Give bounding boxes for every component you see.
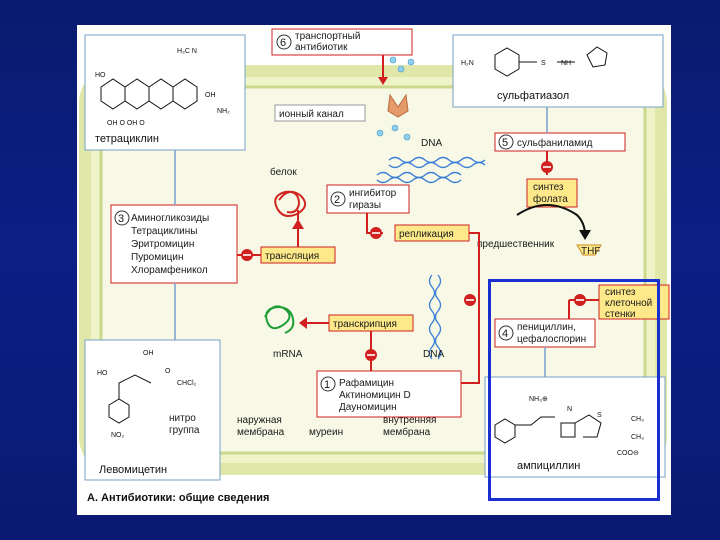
ampicillin-structure bbox=[494, 414, 602, 444]
sulfathiazole-structure bbox=[494, 46, 608, 77]
slide: DNA DNA белок mRNA ионный канал 6 трансп… bbox=[77, 25, 671, 515]
replication-label: репликация bbox=[399, 229, 454, 240]
svg-text:COO⊖: COO⊖ bbox=[617, 450, 639, 457]
levomycetin-name: Левомицетин bbox=[99, 464, 167, 476]
thf-label: THF bbox=[581, 246, 600, 257]
dna-bottom-label: DNA bbox=[423, 349, 444, 360]
svg-text:синтез: синтез bbox=[533, 182, 564, 193]
levomycetin-structure-box bbox=[84, 339, 221, 481]
figure-caption: А. Антибиотики: общие сведения bbox=[87, 492, 269, 504]
svg-text:внутренняя: внутренняя bbox=[383, 415, 436, 426]
group3-drug-3: Пуромицин bbox=[131, 252, 184, 263]
group3-drug-1: Тетрациклины bbox=[131, 226, 197, 237]
svg-text:N: N bbox=[567, 406, 572, 413]
svg-text:ингибитор: ингибитор bbox=[349, 187, 397, 199]
levomycetin-structure bbox=[108, 374, 152, 424]
group-1-box bbox=[316, 370, 462, 418]
transcription-label: транскрипция bbox=[333, 319, 397, 330]
ampicillin-name: ампициллин bbox=[517, 460, 580, 472]
ion-channel-label: ионный канал bbox=[279, 109, 344, 120]
svg-text:HO: HO bbox=[95, 72, 106, 79]
svg-text:S: S bbox=[541, 60, 546, 67]
precursor-label: предшественник bbox=[477, 239, 555, 250]
svg-text:группа: группа bbox=[169, 425, 200, 436]
number-2: 2 bbox=[334, 194, 340, 206]
transport-antibiotic-line2: антибиотик bbox=[295, 41, 348, 53]
svg-text:CH₃: CH₃ bbox=[631, 434, 644, 441]
mrna-label: mRNA bbox=[273, 349, 303, 360]
svg-text:CH₃: CH₃ bbox=[631, 416, 644, 423]
group1-drug-2: Дауномицин bbox=[339, 402, 397, 413]
svg-text:OH: OH bbox=[205, 92, 216, 99]
number-6: 6 bbox=[280, 37, 286, 49]
svg-text:пенициллин,: пенициллин, bbox=[517, 322, 576, 333]
svg-text:стенки: стенки bbox=[605, 309, 636, 320]
antibiotics-diagram: DNA DNA белок mRNA ионный канал 6 трансп… bbox=[79, 28, 670, 504]
mrna-coil bbox=[264, 305, 295, 334]
translation-label: трансляция bbox=[265, 251, 319, 262]
transport-antibiotic-line1: транспортный bbox=[295, 31, 360, 42]
dna-top-helix bbox=[376, 156, 486, 184]
folate-synthesis-box bbox=[526, 178, 578, 208]
group1-drug-1: Актиномицин D bbox=[339, 390, 411, 401]
ion-channel-box bbox=[274, 104, 366, 122]
dna-top-label: DNA bbox=[421, 138, 442, 149]
protein-label: белок bbox=[270, 166, 297, 178]
thf-shape bbox=[576, 244, 602, 256]
svg-text:O: O bbox=[165, 368, 171, 375]
sulfathiazole-name: сульфатиазол bbox=[497, 90, 569, 102]
tetracycline-structure bbox=[100, 78, 198, 110]
number-1: 1 bbox=[324, 379, 330, 391]
number-5: 5 bbox=[502, 137, 508, 149]
svg-text:фолата: фолата bbox=[533, 193, 568, 205]
group3-drug-2: Эритромицин bbox=[131, 239, 194, 250]
number-3: 3 bbox=[118, 213, 124, 225]
svg-text:NH: NH bbox=[561, 60, 571, 67]
sulfathiazole-structure-box bbox=[452, 34, 664, 108]
svg-text:NO₂: NO₂ bbox=[111, 432, 125, 439]
svg-text:мембрана: мембрана bbox=[383, 426, 431, 438]
svg-text:цефалоспорин: цефалоспорин bbox=[517, 333, 586, 345]
svg-text:CHCl₂: CHCl₂ bbox=[177, 380, 197, 387]
svg-text:наружная: наружная bbox=[237, 415, 282, 426]
svg-text:S: S bbox=[597, 412, 602, 419]
svg-text:HO: HO bbox=[97, 370, 108, 377]
murein-label: муреин bbox=[309, 427, 343, 438]
dna-vertical-helix bbox=[428, 274, 442, 360]
svg-text:H₂N: H₂N bbox=[461, 60, 474, 67]
svg-text:мембрана: мембрана bbox=[237, 426, 285, 438]
svg-text:гиразы: гиразы bbox=[349, 200, 381, 211]
number-4: 4 bbox=[502, 328, 508, 340]
group3-drug-4: Хлорамфеникол bbox=[131, 264, 208, 276]
svg-text:OH O OH O: OH O OH O bbox=[107, 120, 145, 127]
group-3-box bbox=[110, 204, 238, 284]
svg-text:OH: OH bbox=[143, 350, 154, 357]
svg-text:NH₂: NH₂ bbox=[217, 108, 230, 115]
svg-text:клеточной: клеточной bbox=[605, 298, 652, 309]
sulfonamide-label: сульфаниламид bbox=[517, 137, 593, 149]
tetracycline-structure-box bbox=[84, 34, 246, 151]
number-6-badge bbox=[276, 34, 292, 50]
ion-channel bbox=[387, 93, 409, 118]
highlight-frame bbox=[488, 279, 660, 501]
cell-interior bbox=[99, 85, 647, 455]
svg-text:синтез: синтез bbox=[605, 287, 636, 298]
group3-drug-0: Аминогликозиды bbox=[131, 213, 209, 224]
svg-text:нитро: нитро bbox=[169, 413, 196, 424]
transport-antibiotic-box bbox=[271, 28, 413, 56]
group1-drug-0: Рафамицин bbox=[339, 377, 394, 389]
sulfonamide-box bbox=[494, 132, 626, 152]
svg-text:H₃C N: H₃C N bbox=[177, 48, 197, 55]
svg-text:NH₃⊕: NH₃⊕ bbox=[529, 396, 548, 403]
transport-molecules bbox=[376, 56, 415, 141]
protein-tangle bbox=[274, 190, 307, 217]
tetracycline-name: тетрациклин bbox=[95, 133, 159, 145]
